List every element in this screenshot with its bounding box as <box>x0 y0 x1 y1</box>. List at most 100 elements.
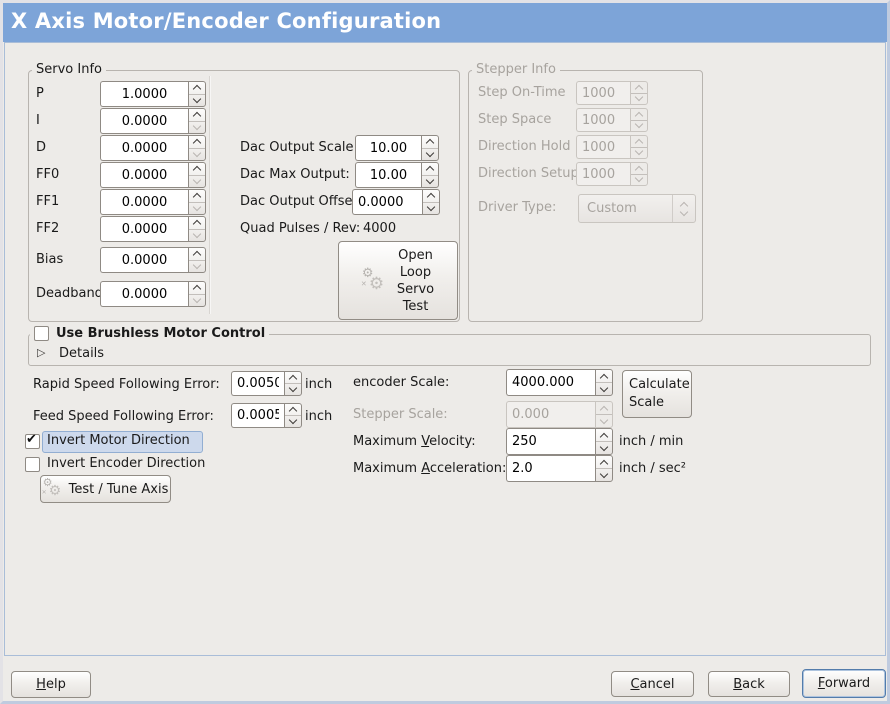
chevron-down-icon <box>192 229 202 238</box>
spin-down-button[interactable] <box>189 147 205 161</box>
spin-down-button[interactable] <box>596 441 612 454</box>
i-spinbox[interactable] <box>100 108 206 134</box>
maximum-velocity-spinbox[interactable] <box>506 428 613 455</box>
spin-down-button[interactable] <box>596 382 612 395</box>
encoder-scale-input[interactable] <box>506 369 595 396</box>
spin-down-button[interactable] <box>422 174 438 188</box>
chevron-up-icon <box>192 251 202 260</box>
ff2-spin-buttons[interactable] <box>188 216 206 242</box>
spin-up-button[interactable] <box>596 456 612 468</box>
details-expander-label[interactable]: Details <box>59 346 105 361</box>
encoder-scale-spinbox[interactable] <box>506 369 613 396</box>
d-input[interactable] <box>100 135 188 161</box>
bias-spinbox[interactable] <box>100 247 206 273</box>
open-loop-servo-test-button[interactable]: ⚙ ⚙ ✕ Open Loop Servo Test <box>338 241 458 320</box>
dac-output-offset-spin-buttons[interactable] <box>422 189 440 215</box>
chevron-up-icon <box>599 459 609 468</box>
use-brushless-checkbox[interactable] <box>34 326 49 341</box>
dac-output-scale-input[interactable] <box>355 135 421 161</box>
feed-following-error-spinbox[interactable] <box>231 403 302 428</box>
spin-down-button[interactable] <box>189 201 205 215</box>
dac-output-offset-spinbox[interactable] <box>352 189 440 215</box>
spin-up-button[interactable] <box>189 82 205 94</box>
spin-down-button[interactable] <box>189 174 205 188</box>
rapid-following-error-input[interactable] <box>231 371 284 396</box>
feed-following-error-label: Feed Speed Following Error: <box>33 409 214 424</box>
deadband-input[interactable] <box>100 281 188 307</box>
bias-input[interactable] <box>100 247 188 273</box>
servo-label-p: P <box>36 86 44 101</box>
p-spin-buttons[interactable] <box>188 81 206 107</box>
bias-spin-buttons[interactable] <box>188 247 206 273</box>
maximum-velocity-input[interactable] <box>506 428 595 455</box>
spin-down-button[interactable] <box>189 120 205 134</box>
spin-up-button[interactable] <box>189 136 205 148</box>
rapid-spin-buttons[interactable] <box>284 371 302 396</box>
spin-up-button[interactable] <box>596 429 612 441</box>
maximum-acceleration-spinbox[interactable] <box>506 455 613 482</box>
ff1-spinbox[interactable] <box>100 189 206 215</box>
spin-up-button[interactable] <box>189 190 205 202</box>
maximum-acceleration-input[interactable] <box>506 455 595 482</box>
spin-down-button[interactable] <box>285 415 301 427</box>
spin-up-button[interactable] <box>189 217 205 229</box>
help-button[interactable]: Help <box>11 671 91 698</box>
spin-up-button[interactable] <box>596 370 612 382</box>
test-tune-axis-button[interactable]: ⚙ ⚙ ✕ Test / Tune Axis <box>40 475 171 503</box>
feed-following-error-input[interactable] <box>231 403 284 428</box>
spin-down-button[interactable] <box>189 228 205 242</box>
calculate-scale-button[interactable]: Calculate Scale <box>622 370 692 418</box>
ff2-spinbox[interactable] <box>100 216 206 242</box>
feed-spin-buttons[interactable] <box>284 403 302 428</box>
invert-encoder-checkbox[interactable] <box>25 457 40 472</box>
dac-output-scale-spinbox[interactable] <box>355 135 439 161</box>
encoder-scale-spin-buttons[interactable] <box>595 369 613 396</box>
i-spin-buttons[interactable] <box>188 108 206 134</box>
dac-max-output-spinbox[interactable] <box>355 162 439 188</box>
spin-up-button[interactable] <box>189 163 205 175</box>
dac-output-offset-input[interactable] <box>352 189 422 215</box>
rapid-following-error-spinbox[interactable] <box>231 371 302 396</box>
spin-down-button[interactable] <box>189 93 205 107</box>
back-button[interactable]: Back <box>708 671 790 697</box>
spin-up-button[interactable] <box>189 248 205 260</box>
d-spin-buttons[interactable] <box>188 135 206 161</box>
spin-up-button[interactable] <box>189 282 205 294</box>
spin-down-button[interactable] <box>189 293 205 307</box>
spin-down-button[interactable] <box>422 147 438 161</box>
cancel-button[interactable]: Cancel <box>611 671 694 697</box>
details-expander-triangle-icon[interactable]: ▷ <box>37 346 46 359</box>
spin-down-button[interactable] <box>189 259 205 273</box>
spin-down-button[interactable] <box>596 468 612 481</box>
acceleration-spin-buttons[interactable] <box>595 455 613 482</box>
ff0-spin-buttons[interactable] <box>188 162 206 188</box>
spin-up-button[interactable] <box>285 404 301 416</box>
deadband-spinbox[interactable] <box>100 281 206 307</box>
d-spinbox[interactable] <box>100 135 206 161</box>
dac-max-output-spin-buttons[interactable] <box>421 162 439 188</box>
i-input[interactable] <box>100 108 188 134</box>
spin-up-button[interactable] <box>422 163 438 175</box>
spin-up-button[interactable] <box>423 190 439 202</box>
brushless-frame <box>28 334 871 366</box>
deadband-spin-buttons[interactable] <box>188 281 206 307</box>
velocity-spin-buttons[interactable] <box>595 428 613 455</box>
forward-button[interactable]: Forward <box>802 669 886 698</box>
p-input[interactable] <box>100 81 188 107</box>
spin-down-button[interactable] <box>423 201 439 215</box>
invert-motor-label[interactable]: Invert Motor Direction <box>47 433 190 448</box>
dac-output-scale-spin-buttons[interactable] <box>421 135 439 161</box>
spin-up-button[interactable] <box>189 109 205 121</box>
ff1-input[interactable] <box>100 189 188 215</box>
spin-down-button[interactable] <box>285 383 301 395</box>
invert-encoder-label[interactable]: Invert Encoder Direction <box>47 456 206 471</box>
ff2-input[interactable] <box>100 216 188 242</box>
spin-up-button[interactable] <box>422 136 438 148</box>
invert-motor-checkbox[interactable]: ✔ <box>25 432 40 449</box>
ff1-spin-buttons[interactable] <box>188 189 206 215</box>
spin-up-button[interactable] <box>285 372 301 384</box>
dac-max-output-input[interactable] <box>355 162 421 188</box>
ff0-input[interactable] <box>100 162 188 188</box>
ff0-spinbox[interactable] <box>100 162 206 188</box>
p-spinbox[interactable] <box>100 81 206 107</box>
